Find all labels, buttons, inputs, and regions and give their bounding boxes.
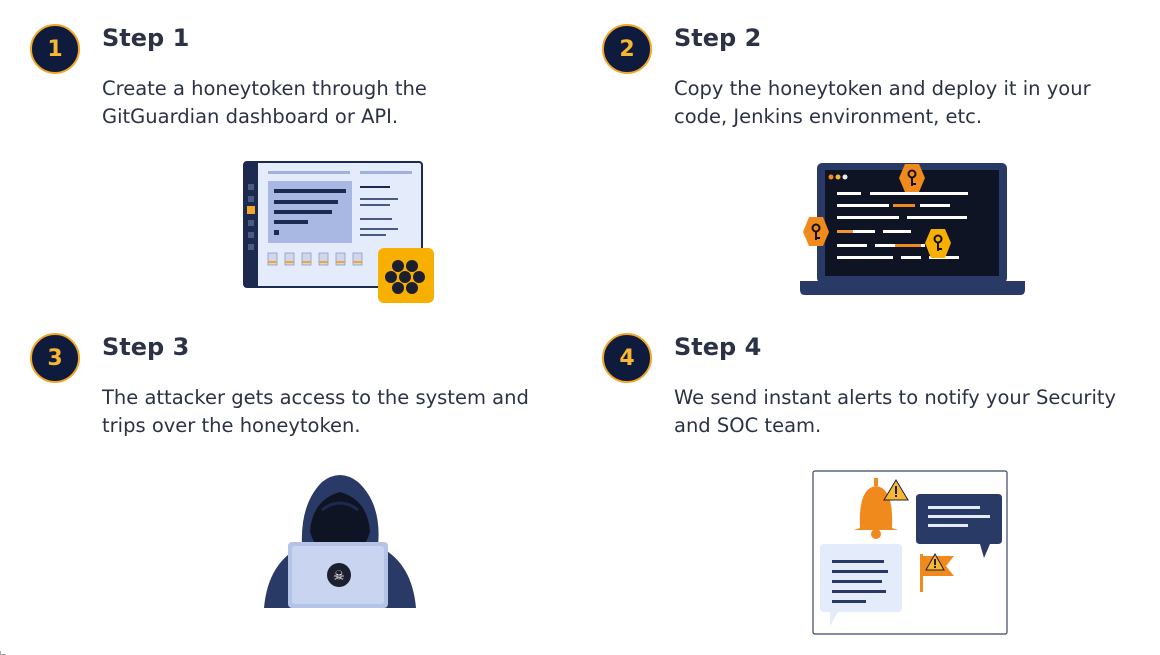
step-description-line: trips over the honeytoken. [102,414,361,437]
svg-text:☠: ☠ [333,569,345,584]
step-description-line: The attacker gets access to the system a… [102,386,529,409]
step-description: The attacker gets access to the system a… [102,384,592,440]
laptop-code-illustration [800,163,1025,295]
step-description: We send instant alerts to notify your Se… [674,384,1160,440]
step-title: Step 1 [102,24,190,52]
step-number-badge: 4 [602,333,652,383]
hooded-attacker-illustration: ☠ [264,475,416,608]
step-description-line: GitGuardian dashboard or API. [102,105,399,128]
dashboard-illustration [243,161,434,303]
step-description-line: code, Jenkins environment, etc. [674,105,983,128]
step-number-badge: 1 [30,24,80,74]
step-description-line: Create a honeytoken through the [102,77,427,100]
step-description-line: and SOC team. [674,414,822,437]
step-description: Create a honeytoken through the GitGuard… [102,75,592,131]
page-corner-mark [0,651,6,655]
step-number-badge: 2 [602,24,652,74]
step-title: Step 3 [102,333,190,361]
step-title: Step 2 [674,24,762,52]
step-description: Copy the honeytoken and deploy it in you… [674,75,1160,131]
step-description-line: Copy the honeytoken and deploy it in you… [674,77,1091,100]
step-description-line: We send instant alerts to notify your Se… [674,386,1117,409]
alerts-illustration [812,470,1008,635]
step-number-badge: 3 [30,333,80,383]
step-title: Step 4 [674,333,762,361]
